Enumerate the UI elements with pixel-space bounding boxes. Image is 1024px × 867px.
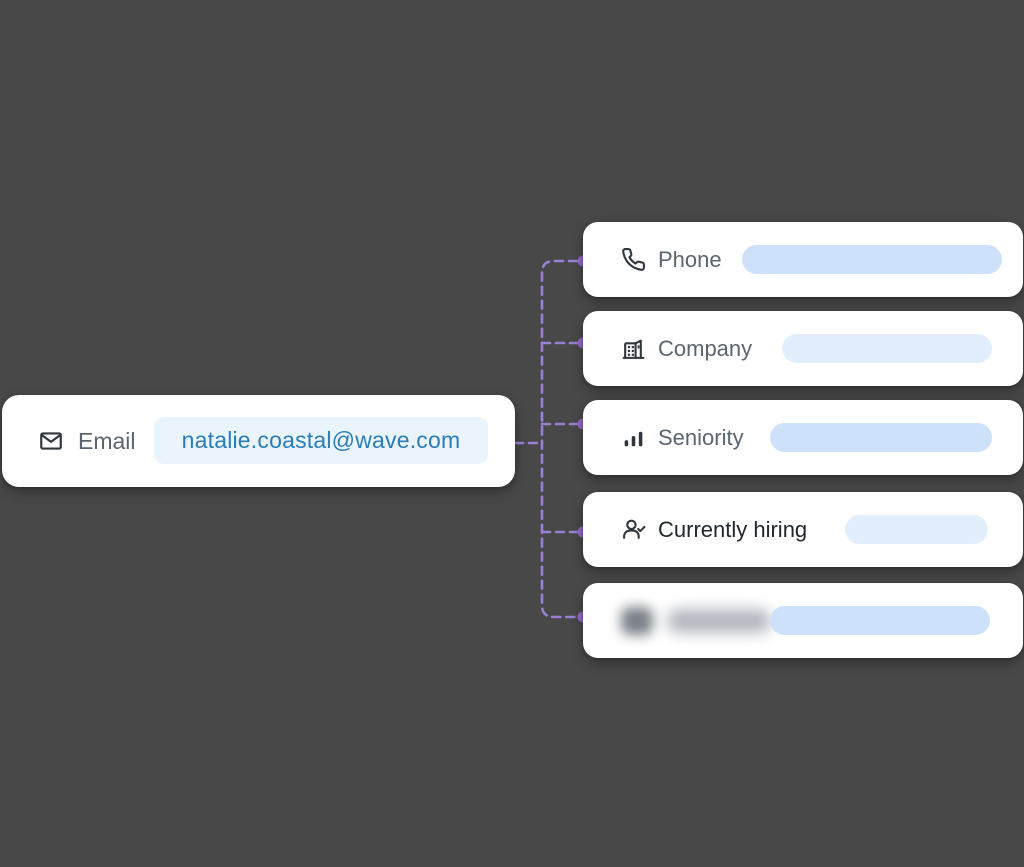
value-placeholder-pill — [845, 515, 988, 544]
connector-trunk — [540, 259, 579, 619]
enrichment-card-blurred[interactable] — [583, 583, 1023, 658]
email-card-label: Email — [78, 427, 136, 454]
blurred-icon — [621, 606, 653, 635]
value-placeholder-pill — [782, 334, 992, 363]
card-label-seniority: Seniority — [658, 424, 744, 450]
envelope-icon — [38, 428, 64, 454]
enrichment-card-seniority[interactable]: Seniority — [583, 400, 1023, 475]
building-icon — [621, 336, 646, 361]
user-check-icon — [621, 517, 646, 542]
card-label-phone: Phone — [658, 246, 722, 272]
value-placeholder-pill — [770, 423, 992, 452]
card-label-currently-hiring: Currently hiring — [658, 516, 808, 542]
phone-icon — [621, 247, 646, 272]
value-placeholder-pill — [770, 606, 990, 635]
enrichment-card-phone[interactable]: Phone — [583, 222, 1023, 297]
card-label-blurred — [667, 608, 771, 633]
email-source-card[interactable]: Email natalie.coastal@wave.com — [2, 395, 515, 487]
card-label-company: Company — [658, 335, 753, 361]
email-value-pill[interactable]: natalie.coastal@wave.com — [154, 417, 488, 464]
value-placeholder-pill — [742, 245, 1002, 274]
enrichment-card-currently-hiring[interactable]: Currently hiring — [583, 492, 1023, 567]
enrichment-card-company[interactable]: Company — [583, 311, 1023, 386]
bar-chart-icon — [621, 425, 646, 450]
